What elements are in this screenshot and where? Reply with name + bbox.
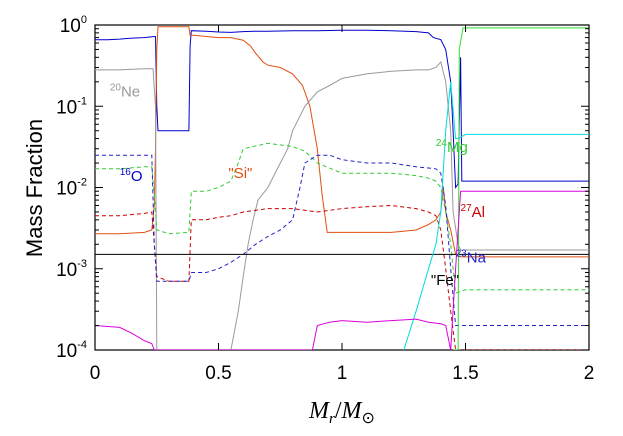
x-tick-label: 0.5 [205,363,231,384]
y-tick-base: 10 [60,16,81,37]
species-symbol: Mg [447,139,468,156]
y-tick-label: 10-2 [56,177,87,200]
y-axis-label: Mass Fraction [22,119,47,257]
species-symbol: Ne [121,84,140,101]
species-mass-number: 27 [461,203,473,214]
y-tick-label: 10-4 [56,339,87,362]
species-label-24mg: 24Mg [436,138,468,156]
plot-frame [94,24,590,351]
series-line-23na [95,154,589,326]
species-mass-number: 16 [120,167,132,178]
x-label-m2: M [341,398,364,424]
series-line-si [95,26,589,258]
y-tick-label: 10-3 [56,258,87,281]
species-label-16o: 16O [120,167,143,185]
species-symbol: "Si" [228,165,252,182]
species-mass-number: 23 [456,248,468,259]
x-tick-label: 1 [337,363,348,384]
series-line-16o [95,29,589,189]
species-symbol: Al [472,204,485,221]
y-tick-base: 10 [56,179,77,200]
series-line-20ne [95,60,589,350]
x-label-slash: / [335,398,342,424]
species-symbol: "Fe" [431,272,459,289]
species-mass-number: 20 [110,83,122,94]
species-mass-number: 24 [436,138,448,149]
x-axis-label: Mr/M⊙ [308,398,375,427]
series-line-27al [95,204,589,350]
series-line-14n [95,190,589,350]
y-tick-base: 10 [56,341,77,362]
species-label-si: "Si" [228,165,252,182]
x-label-m: M [308,398,331,424]
y-tick-exponent: 0 [81,14,87,26]
x-axis: 0 0.5 1 1.5 2 [90,25,595,384]
y-tick-base: 10 [56,97,77,118]
species-symbol: O [131,168,143,185]
y-tick-exponent: -3 [77,258,87,270]
series-layer [95,26,589,350]
series-line-12c [403,81,589,350]
series-line-24mg [95,142,589,294]
y-tick-exponent: -1 [77,95,87,107]
x-tick-label: 0 [90,363,101,384]
y-tick-label: 10-1 [56,95,87,118]
species-label-fe: "Fe" [431,272,459,289]
y-tick-base: 10 [56,260,77,281]
y-tick-label: 100 [60,14,87,37]
species-symbol: Na [467,249,487,266]
y-tick-exponent: -2 [77,177,87,189]
species-label-20ne: 20Ne [110,83,140,101]
x-label-sun-sub: ⊙ [362,410,375,427]
y-tick-exponent: -4 [77,339,87,351]
series-line-4he [453,27,589,350]
species-label-23na: 23Na [456,248,487,266]
x-tick-label: 1.5 [452,363,478,384]
species-label-27al: 27Al [461,203,485,221]
x-tick-label: 2 [584,363,595,384]
x-label-r-sub: r [329,411,335,427]
